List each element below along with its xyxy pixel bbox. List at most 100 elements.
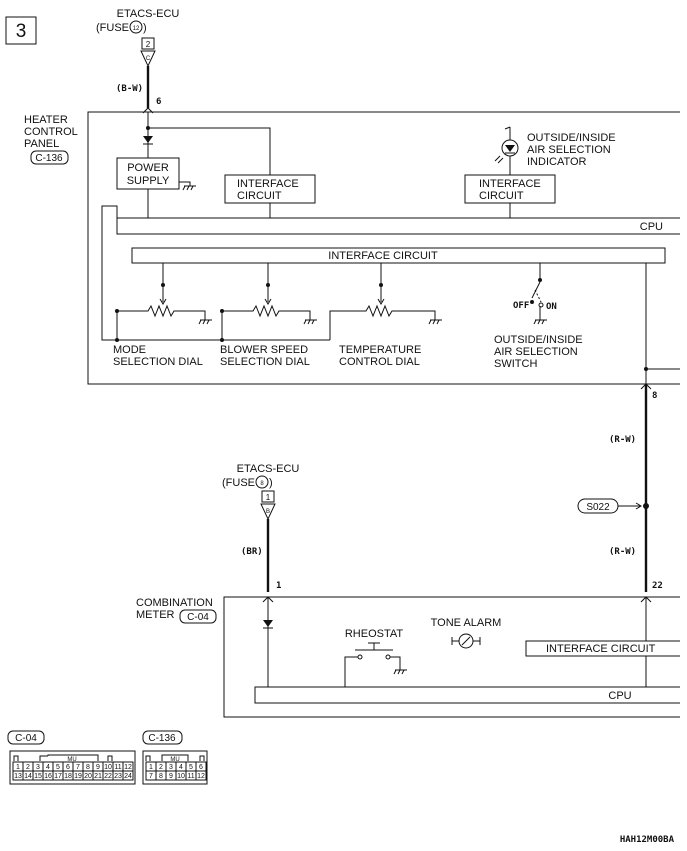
- combo-meter-outline: [223, 596, 680, 718]
- interface-right-line1: INTERFACE: [479, 178, 541, 190]
- mode-dial-line2: SELECTION DIAL: [113, 356, 203, 368]
- switch-line3: SWITCH: [494, 358, 537, 370]
- indicator-line3: INDICATOR: [527, 156, 587, 168]
- connector-c136-badge: [142, 730, 183, 745]
- page-number-box: 3: [5, 16, 37, 45]
- terminal-8-number: 8: [652, 391, 657, 401]
- connector-c136-pin-number: 5: [189, 764, 193, 771]
- connector-c04-pin-number: 21: [94, 773, 102, 780]
- interface-circuit-left: [224, 174, 316, 204]
- connector-c136-pin-number: 3: [169, 764, 173, 771]
- connector-c136-pin-number: 1: [149, 764, 153, 771]
- switch-on-label: ON: [546, 302, 557, 312]
- connector-c04-pin-number: 24: [124, 773, 132, 780]
- interface-left-line2: CIRCUIT: [237, 190, 282, 202]
- connector-c136-pin-number: 7: [149, 773, 153, 780]
- mid-fuse-suffix: ): [269, 477, 273, 489]
- page-number: 3: [16, 21, 27, 42]
- tone-alarm-icon: [451, 633, 481, 649]
- combination-meter: COMBINATION METER C-04 RHEOSTAT TONE ALA…: [136, 596, 680, 718]
- mode-dial-resistor: [115, 263, 212, 340]
- connector-c136-pin-cell: [195, 770, 207, 781]
- interface-left-line1: INTERFACE: [237, 178, 299, 190]
- connector-c04-pin-number: 16: [44, 773, 52, 780]
- connector-c136-pin-number: 9: [169, 773, 173, 780]
- blower-dial-line2: SELECTION DIAL: [220, 356, 310, 368]
- splice-label: S022: [586, 502, 610, 513]
- connector-c136-pin-number: 6: [199, 764, 203, 771]
- connector-c04-pin-number: 13: [14, 773, 22, 780]
- connector-c04-mark: MU: [67, 757, 76, 763]
- rheostat-switch-icon: [344, 642, 407, 687]
- connector-c136-pin-number: 4: [179, 764, 183, 771]
- connector-c04-pin-number: 1: [16, 764, 20, 771]
- connector-c04-pin-number: 5: [56, 764, 60, 771]
- connector-c136-pin-number: 12: [197, 773, 205, 780]
- cpu-upper-label: CPU: [640, 221, 663, 233]
- cpu-bar-upper: [116, 217, 680, 235]
- top-pin-box: [141, 37, 155, 50]
- connector-c04-pin-number: 15: [34, 773, 42, 780]
- connector-c04-pin-number: 7: [76, 764, 80, 771]
- heater-control-panel: HEATER CONTROL PANEL C-136 POWER SUPPLY …: [24, 107, 680, 385]
- diode-icon: [143, 136, 153, 143]
- mid-pin-box: [261, 490, 275, 503]
- top-terminal-number: 6: [156, 97, 161, 107]
- mid-connector-letter: B: [266, 509, 270, 515]
- cpu-bar-lower: [254, 686, 680, 704]
- combo-connector-label: C-04: [187, 612, 209, 623]
- combo-connector-badge: [179, 609, 217, 624]
- connector-c04-pin-number: 2: [26, 764, 30, 771]
- interface-wide-label: INTERFACE CIRCUIT: [328, 250, 438, 262]
- heater-label-line2: CONTROL: [24, 126, 78, 138]
- splice-point: [643, 503, 649, 509]
- mid-etacs-source: ETACS-ECU (FUSE 8 ) 1 B (BR) 1: [222, 463, 299, 592]
- cpu-lower-label: CPU: [608, 690, 631, 702]
- terminal-22-number: 22: [652, 581, 663, 591]
- right-wire-color-bottom: (R-W): [609, 547, 636, 557]
- indicator-line1: OUTSIDE/INSIDE: [527, 132, 616, 144]
- blower-dial-resistor: [220, 263, 317, 340]
- mid-fuse-number: 8: [260, 481, 264, 487]
- switch-line1: OUTSIDE/INSIDE: [494, 334, 583, 346]
- led-indicator-icon: [494, 126, 519, 175]
- indicator-line2: AIR SELECTION: [527, 144, 611, 156]
- connector-c04-pin-number: 11: [114, 764, 121, 771]
- connector-c136-pin-number: 11: [187, 773, 194, 780]
- connector-c04-pin-number: 19: [74, 773, 82, 780]
- temp-dial-line1: TEMPERATURE: [339, 344, 421, 356]
- top-wire-color: (B-W): [116, 84, 143, 94]
- connector-c04-pin-cell: [122, 770, 134, 781]
- mid-connector-triangle: [260, 503, 276, 521]
- interface-circuit-right: [464, 174, 556, 204]
- heater-connector-label: C-136: [35, 153, 63, 164]
- heater-label-line1: HEATER: [24, 114, 68, 126]
- combo-label-line1: COMBINATION: [136, 597, 213, 609]
- top-connector-letter: C: [146, 56, 151, 62]
- heater-panel-outline: [87, 111, 680, 385]
- switch-line2: AIR SELECTION: [494, 346, 578, 358]
- figure-code: HAH12M00BA: [620, 835, 675, 845]
- power-supply-line2: SUPPLY: [127, 175, 170, 187]
- interface-circuit-meter: [525, 640, 680, 657]
- connector-c04-pin-number: 9: [96, 764, 100, 771]
- connector-c04-pin-number: 22: [104, 773, 112, 780]
- top-fuse-suffix: ): [143, 22, 147, 34]
- interface-meter-label: INTERFACE CIRCUIT: [546, 643, 656, 655]
- temp-dial-line2: CONTROL DIAL: [339, 356, 420, 368]
- mode-dial-line1: MODE: [113, 344, 146, 356]
- top-connector-triangle: [140, 50, 156, 68]
- power-supply-line1: POWER: [127, 162, 169, 174]
- mid-fuse-prefix: (FUSE: [222, 477, 255, 489]
- right-wire-color-top: (R-W): [609, 435, 636, 445]
- top-fuse-circle: [129, 20, 143, 34]
- tone-alarm-label: TONE ALARM: [431, 617, 502, 629]
- mid-etacs-label: ETACS-ECU: [237, 463, 300, 475]
- air-selection-switch: [530, 263, 547, 325]
- top-etacs-source: ETACS-ECU (FUSE 12 ) 2 C (B-W) 6: [96, 8, 179, 108]
